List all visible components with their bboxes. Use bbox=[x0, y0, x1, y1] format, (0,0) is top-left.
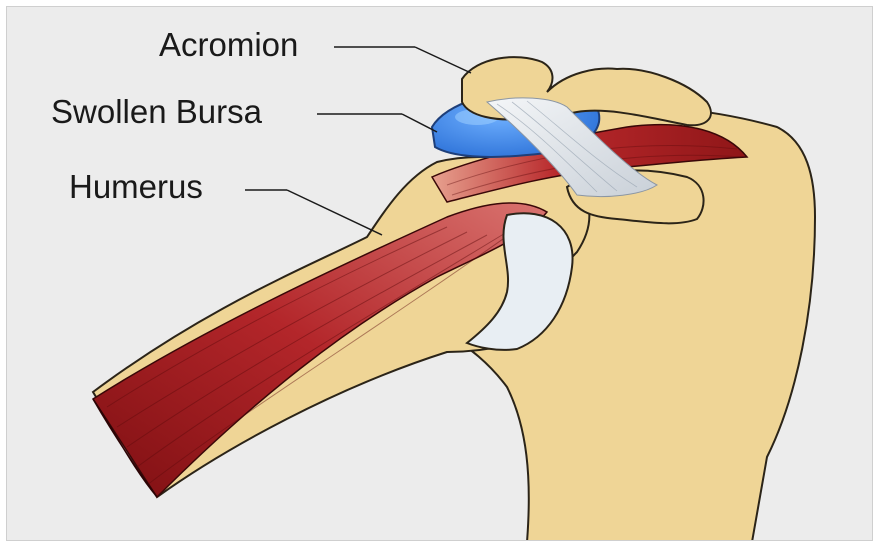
humerus-label: Humerus bbox=[69, 168, 203, 205]
acromion-label: Acromion bbox=[159, 26, 298, 63]
diagram-frame: Acromion Swollen Bursa Humerus bbox=[6, 6, 873, 541]
swollen-bursa-label: Swollen Bursa bbox=[51, 93, 263, 130]
humerus-leader-line-2 bbox=[287, 190, 382, 235]
bursa-leader-line-2 bbox=[402, 114, 437, 132]
acromion-leader-line-2 bbox=[415, 47, 471, 73]
shoulder-anatomy-illustration: Acromion Swollen Bursa Humerus bbox=[7, 7, 873, 541]
